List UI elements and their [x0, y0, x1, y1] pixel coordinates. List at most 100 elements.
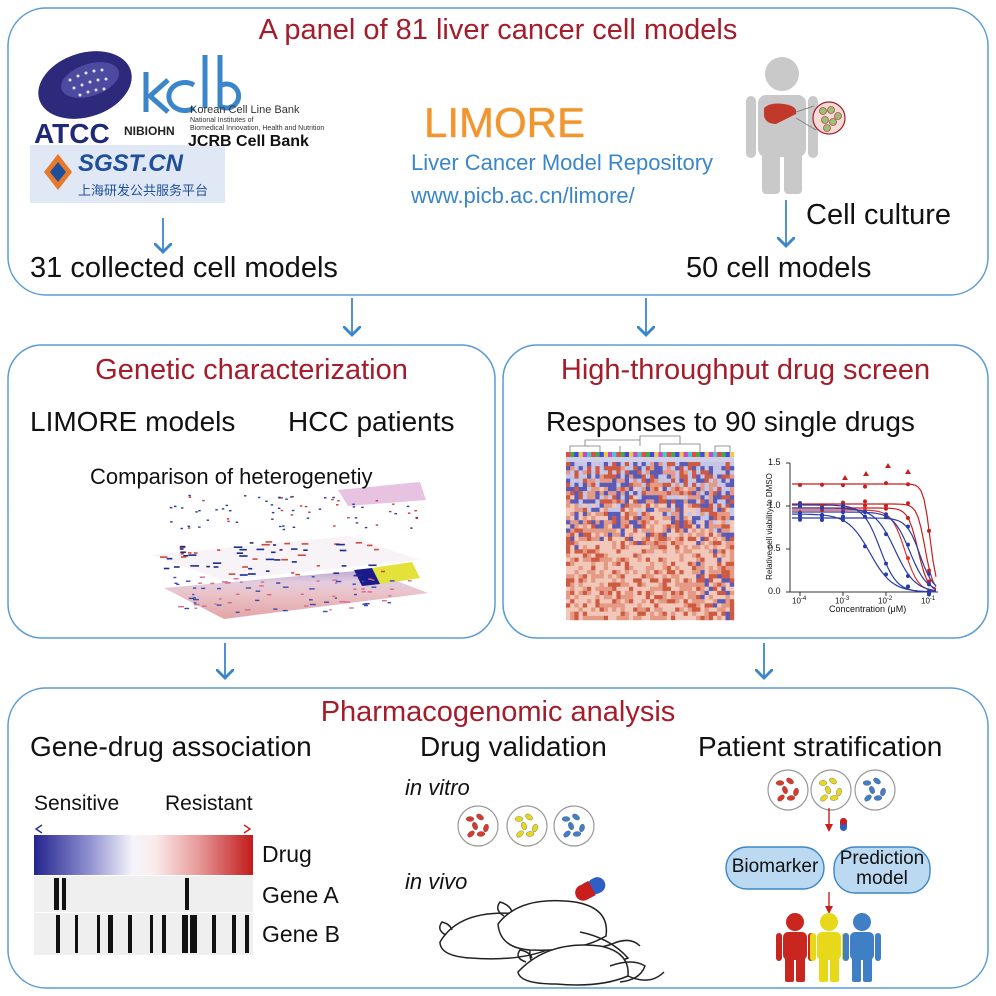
heatmap-cell	[675, 474, 680, 479]
heatmap-cell	[612, 595, 617, 600]
heatmap-cell	[721, 570, 726, 575]
heatmap-cell	[717, 491, 722, 496]
heatmap-cell	[675, 470, 680, 475]
expression-segment	[178, 606, 184, 608]
heatmap-cell	[650, 499, 655, 504]
heatmap-cell	[721, 486, 726, 492]
heatmap-cell	[700, 574, 705, 579]
gene-a-mutation	[62, 878, 66, 910]
heatmap-cell	[608, 478, 613, 483]
heatmap-cell	[645, 491, 651, 496]
heatmap-cell	[650, 511, 655, 517]
heatmap-cell	[616, 557, 621, 562]
heatmap-cell	[582, 607, 588, 612]
dose-point	[927, 528, 931, 533]
expression-segment	[255, 599, 260, 602]
dose-point	[798, 517, 802, 522]
expression-segment	[329, 609, 332, 611]
heatmap-cell	[704, 557, 709, 562]
heatmap-cell	[679, 528, 684, 533]
heatmap-cell	[729, 474, 735, 479]
heatmap-cell	[725, 516, 730, 521]
expression-segment	[225, 582, 230, 584]
heatmap-cell	[696, 607, 701, 612]
heatmap-cell	[708, 503, 714, 508]
heatmap-cell	[725, 511, 730, 517]
heatmap-cell	[654, 549, 659, 554]
heatmap-cell	[587, 466, 592, 471]
heatmap-cell	[574, 499, 579, 504]
heatmap-cell	[587, 615, 592, 621]
heatmap-cell	[708, 582, 714, 587]
prediction-label-1: Prediction	[839, 848, 925, 869]
heatmap-cell	[692, 595, 697, 600]
heatmap-cell	[608, 590, 613, 596]
heatmap-cell	[608, 578, 613, 583]
heatmap-cell	[595, 482, 600, 488]
heatmap-cell	[587, 495, 592, 500]
genetic-panel-box	[7, 344, 496, 639]
expression-segment	[227, 602, 233, 604]
heatmap-cell	[591, 503, 596, 508]
heatmap-cell	[679, 586, 684, 592]
heatmap-cell	[645, 553, 651, 558]
heatmap-cell	[566, 462, 571, 467]
heatmap-cell	[595, 462, 600, 467]
heatmap-cell	[620, 486, 625, 492]
heatmap-cell	[683, 524, 688, 529]
heatmap-cell	[566, 516, 571, 521]
mutation-segment	[336, 543, 345, 546]
heatmap-cell	[608, 595, 613, 600]
heatmap-cell	[654, 570, 659, 575]
heatmap-cell	[608, 545, 613, 550]
heatmap-cell	[566, 595, 571, 600]
heatmap-cell	[687, 574, 693, 579]
dose-point	[906, 574, 910, 578]
heatmap-cell	[637, 590, 642, 596]
heatmap-cell	[566, 549, 571, 554]
mutation-segment	[239, 548, 247, 551]
heatmap-cell	[645, 607, 651, 612]
mutation-segment	[163, 567, 170, 570]
mutation-segment	[271, 551, 276, 554]
heatmap-cell	[683, 553, 688, 558]
heatmap-cell	[666, 524, 672, 529]
heatmap-cell	[654, 478, 659, 483]
heatmap-cell	[671, 565, 676, 571]
mutation-dot	[277, 507, 281, 509]
drug-panel-box	[502, 344, 989, 639]
heatmap-cell	[687, 599, 693, 604]
heatmap-cell	[587, 474, 592, 479]
heatmap-cell	[616, 603, 621, 608]
heatmap-cell	[696, 599, 701, 604]
expression-segment	[334, 597, 337, 599]
heatmap-cell	[591, 545, 596, 550]
mutation-dot	[318, 508, 322, 510]
heatmap-cell	[582, 532, 588, 538]
mutation-dot	[180, 507, 184, 509]
heatmap-cell	[616, 520, 621, 525]
dose-point	[906, 524, 910, 529]
heatmap-colorbar-cell	[641, 452, 646, 457]
heatmap-cell	[603, 478, 609, 483]
genetic-layer-2	[152, 536, 420, 586]
heatmap-cell	[608, 607, 613, 612]
heatmap-cell	[721, 541, 726, 546]
heatmap-cell	[599, 486, 604, 492]
heatmap-cell	[624, 474, 630, 479]
heatmap-cell	[620, 466, 625, 471]
heatmap-cell	[725, 549, 730, 554]
heatmap-cell	[629, 532, 634, 538]
heatmap-cell	[650, 578, 655, 583]
heatmap-cell	[591, 565, 596, 571]
heatmap-cell	[729, 532, 735, 538]
heatmap-cell	[620, 474, 625, 479]
heatmap-cell	[675, 482, 680, 488]
heatmap-cell	[633, 574, 638, 579]
heatmap-cell	[721, 491, 726, 496]
heatmap-cell	[729, 603, 735, 608]
heatmap-cell	[620, 536, 625, 542]
mutation-dot	[352, 503, 355, 505]
heatmap-cell	[620, 565, 625, 571]
expression-segment	[282, 586, 289, 588]
